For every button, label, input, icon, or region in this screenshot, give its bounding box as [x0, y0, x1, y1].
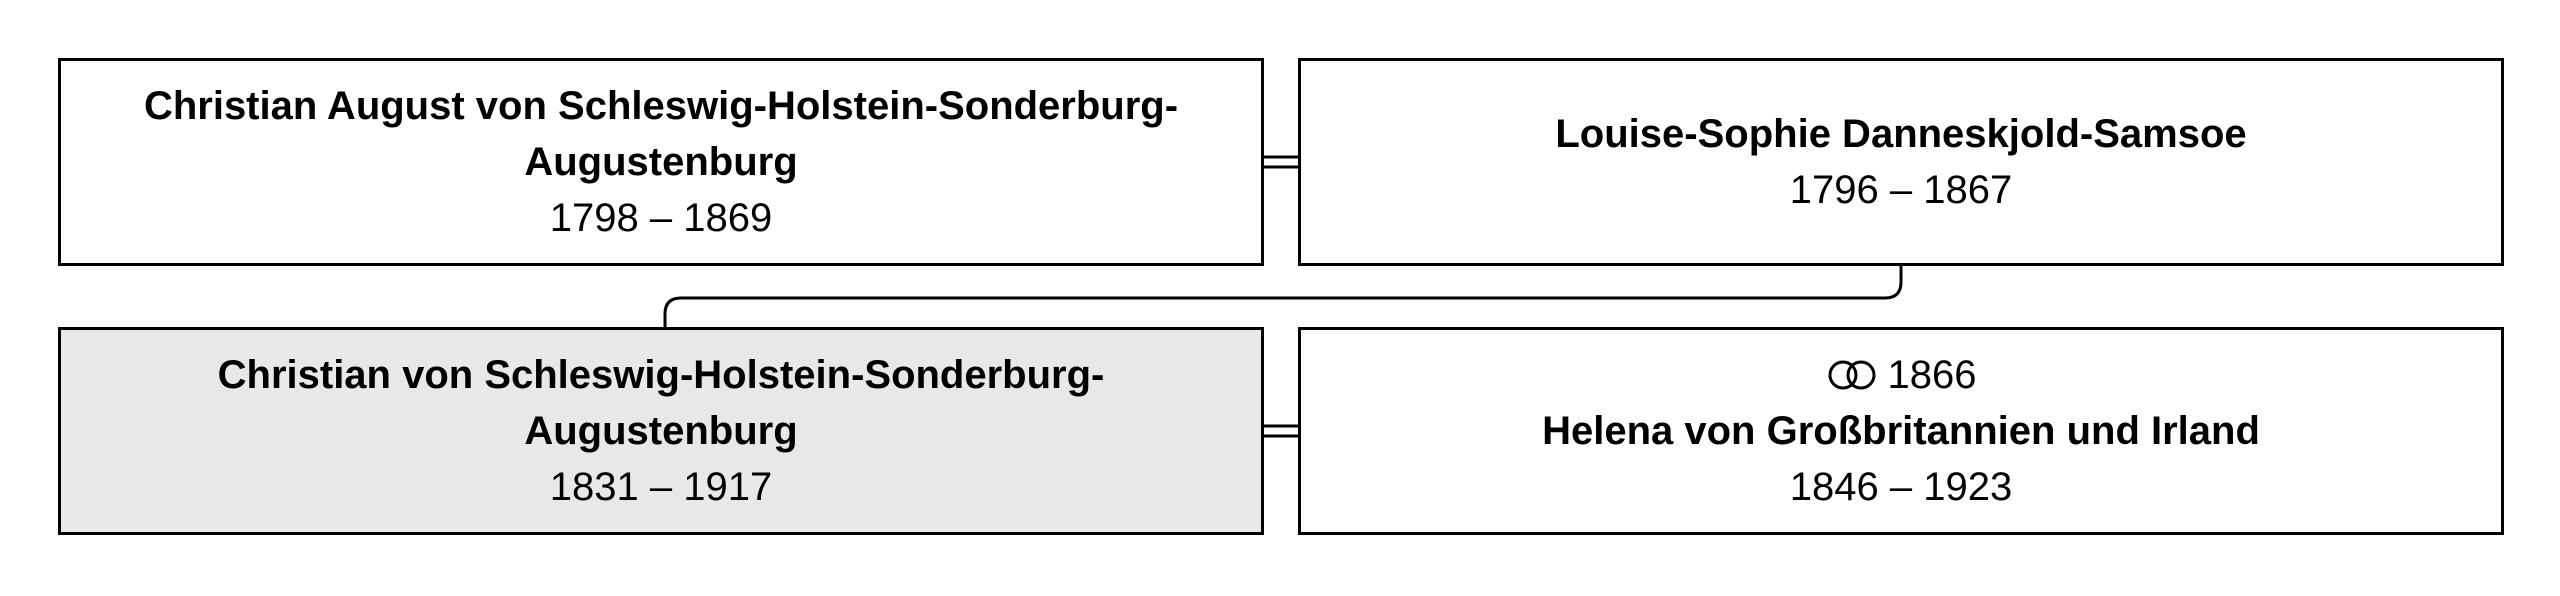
mother-card[interactable]: Louise-Sophie Danneskjold-Samsoe 1796 – … [1298, 58, 2504, 266]
father-name: Christian August von Schleswig-Holstein-… [143, 84, 1179, 184]
focus-person-dates: 1831 – 1917 [549, 465, 773, 509]
spouse-card[interactable]: 1866 Helena von Großbritannien und Irlan… [1298, 327, 2504, 535]
wedding-rings-icon [1828, 360, 1875, 390]
mother-dates: 1796 – 1867 [1789, 168, 2013, 212]
focus-marriage-connector [1264, 424, 1298, 438]
mother-name: Louise-Sophie Danneskjold-Samsoe [1555, 112, 2247, 156]
spouse-dates: 1846 – 1923 [1789, 465, 2013, 509]
father-card[interactable]: Christian August von Schleswig-Holstein-… [58, 58, 1264, 266]
spouse-name: Helena von Großbritannien und Irland [1542, 409, 2260, 453]
focus-person-name: Christian von Schleswig-Holstein-Sonderb… [217, 353, 1105, 453]
father-dates: 1798 – 1869 [549, 196, 773, 240]
marriage-info: 1866 [1826, 347, 1977, 403]
focus-person-card[interactable]: Christian von Schleswig-Holstein-Sonderb… [58, 327, 1264, 535]
parents-marriage-connector [1264, 155, 1298, 169]
marriage-year: 1866 [1887, 353, 1977, 397]
descent-connector [663, 266, 1903, 327]
